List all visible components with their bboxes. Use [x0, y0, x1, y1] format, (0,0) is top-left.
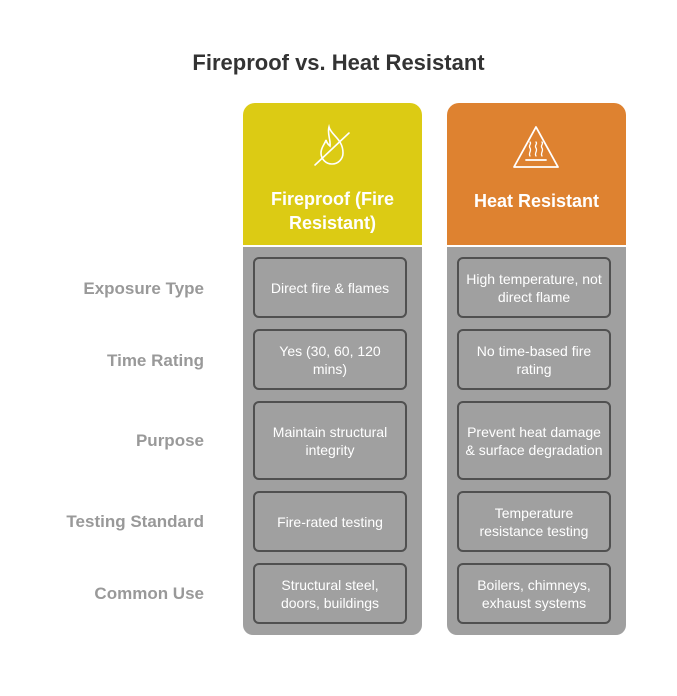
cell-common-use: Structural steel, doors, buildings: [253, 563, 407, 624]
column-heat-resistant: Heat Resistant High temperature, not dir…: [447, 103, 626, 635]
column-header-heat-resistant: Heat Resistant: [447, 103, 626, 245]
column-body: Direct fire & flames Yes (30, 60, 120 mi…: [243, 247, 422, 635]
cell-testing-standard: Fire-rated testing: [253, 491, 407, 552]
row-label-common-use: Common Use: [94, 584, 204, 603]
heat-warning-icon: [513, 126, 559, 168]
cell-time-rating: No time-based fire rating: [457, 329, 611, 390]
column-fireproof: Fireproof (Fire Resistant) Direct fire &…: [243, 103, 422, 635]
column-header-label: Heat Resistant: [473, 191, 600, 211]
diagram-title: Fireproof vs. Heat Resistant: [192, 50, 485, 75]
column-body: High temperature, not direct flame No ti…: [447, 247, 626, 635]
column-header-fireproof: Fireproof (Fire Resistant): [243, 103, 422, 245]
column-header-label: Fireproof (Fire Resistant): [270, 189, 394, 233]
cell-common-use: Boilers, chimneys, exhaust systems: [457, 563, 611, 624]
cell-exposure-type: Direct fire & flames: [253, 257, 407, 318]
no-fire-icon: [314, 123, 350, 166]
row-label-testing-standard: Testing Standard: [66, 512, 204, 531]
row-label-time-rating: Time Rating: [107, 351, 204, 370]
cell-purpose: Prevent heat damage & surface degradatio…: [457, 401, 611, 480]
cell-exposure-type: High temperature, not direct flame: [457, 257, 611, 318]
row-label-purpose: Purpose: [135, 431, 204, 450]
row-label-exposure-type: Exposure Type: [83, 279, 204, 298]
cell-time-rating: Yes (30, 60, 120 mins): [253, 329, 407, 390]
cell-testing-standard: Temperature resistance testing: [457, 491, 611, 552]
cell-purpose: Maintain structural integrity: [253, 401, 407, 480]
